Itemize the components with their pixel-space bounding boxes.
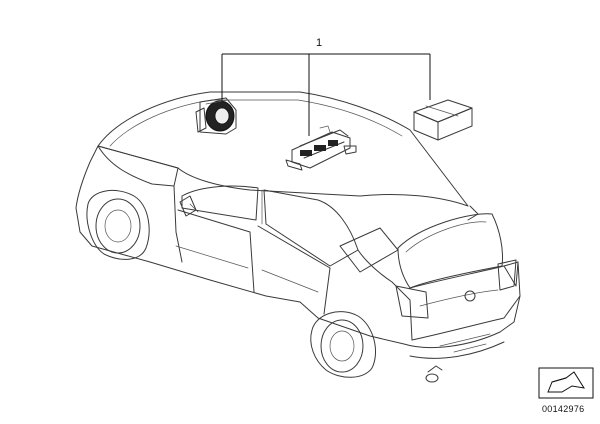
control-unit-icon	[285, 125, 357, 171]
speaker-icon	[195, 97, 237, 135]
callout-leaders	[221, 53, 431, 136]
drawing-code: 00142976	[542, 404, 584, 414]
part-number-label: 1	[316, 37, 322, 49]
direction-arrow-icon	[538, 367, 594, 399]
car-outline	[75, 91, 521, 383]
box-icon	[413, 99, 473, 141]
